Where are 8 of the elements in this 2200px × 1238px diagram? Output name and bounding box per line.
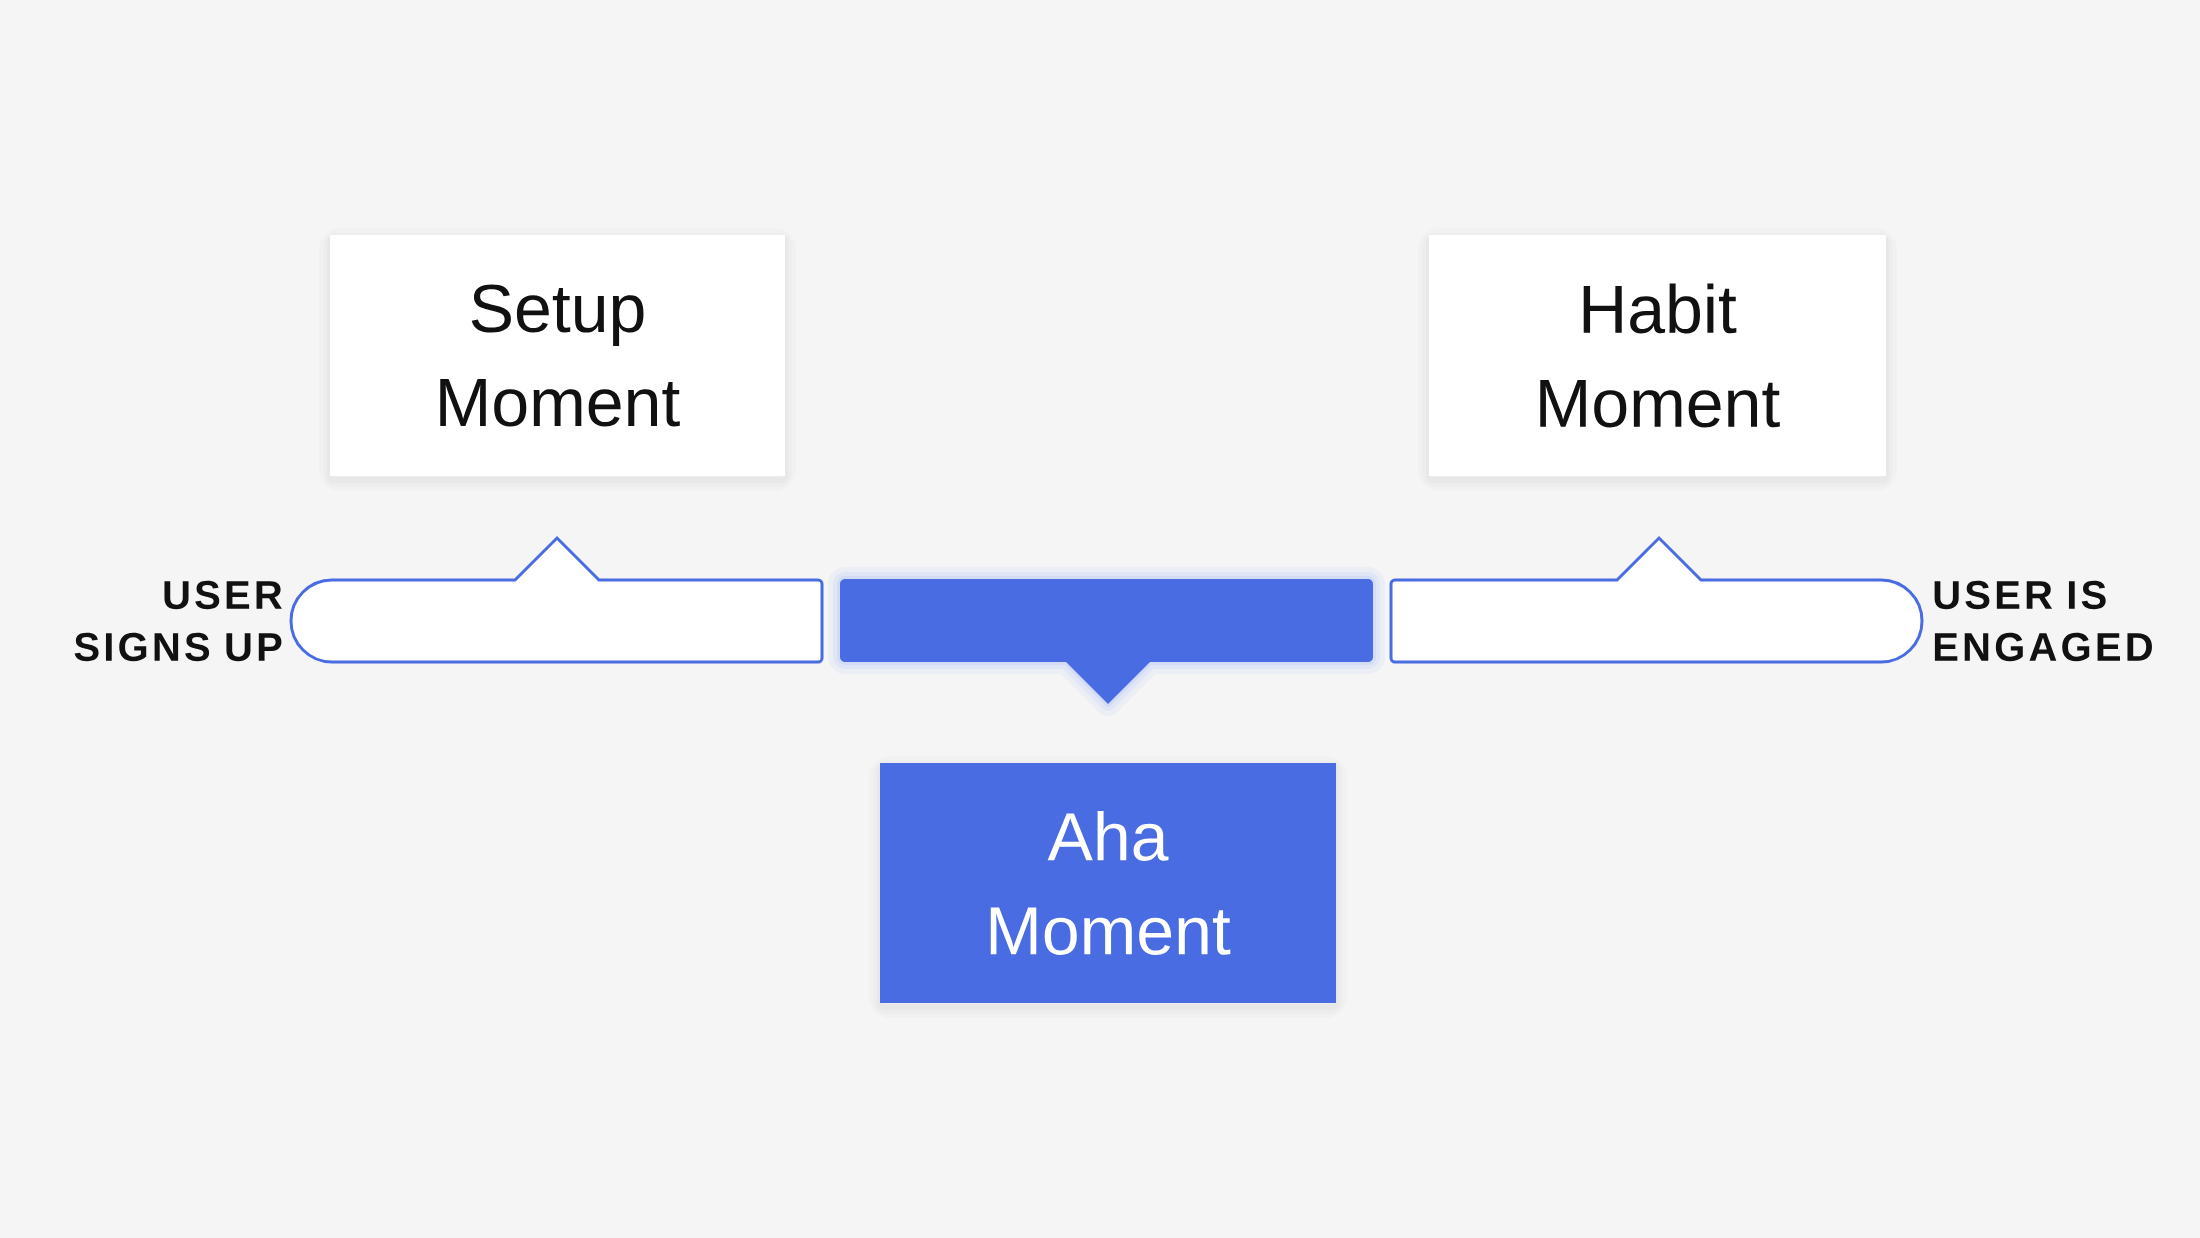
timeline-segment: [289, 536, 824, 664]
moment-box: Setup Moment: [319, 228, 796, 491]
timeline-segment: [828, 567, 1385, 716]
timeline-segment: [1389, 536, 1924, 664]
timeline-label: USER SIGNS UP: [74, 580, 282, 662]
timeline-label: USER IS ENGAGED: [1934, 580, 2152, 662]
moment-box: Habit Moment: [1418, 228, 1897, 491]
moment-box: Aha Moment: [869, 756, 1347, 1018]
